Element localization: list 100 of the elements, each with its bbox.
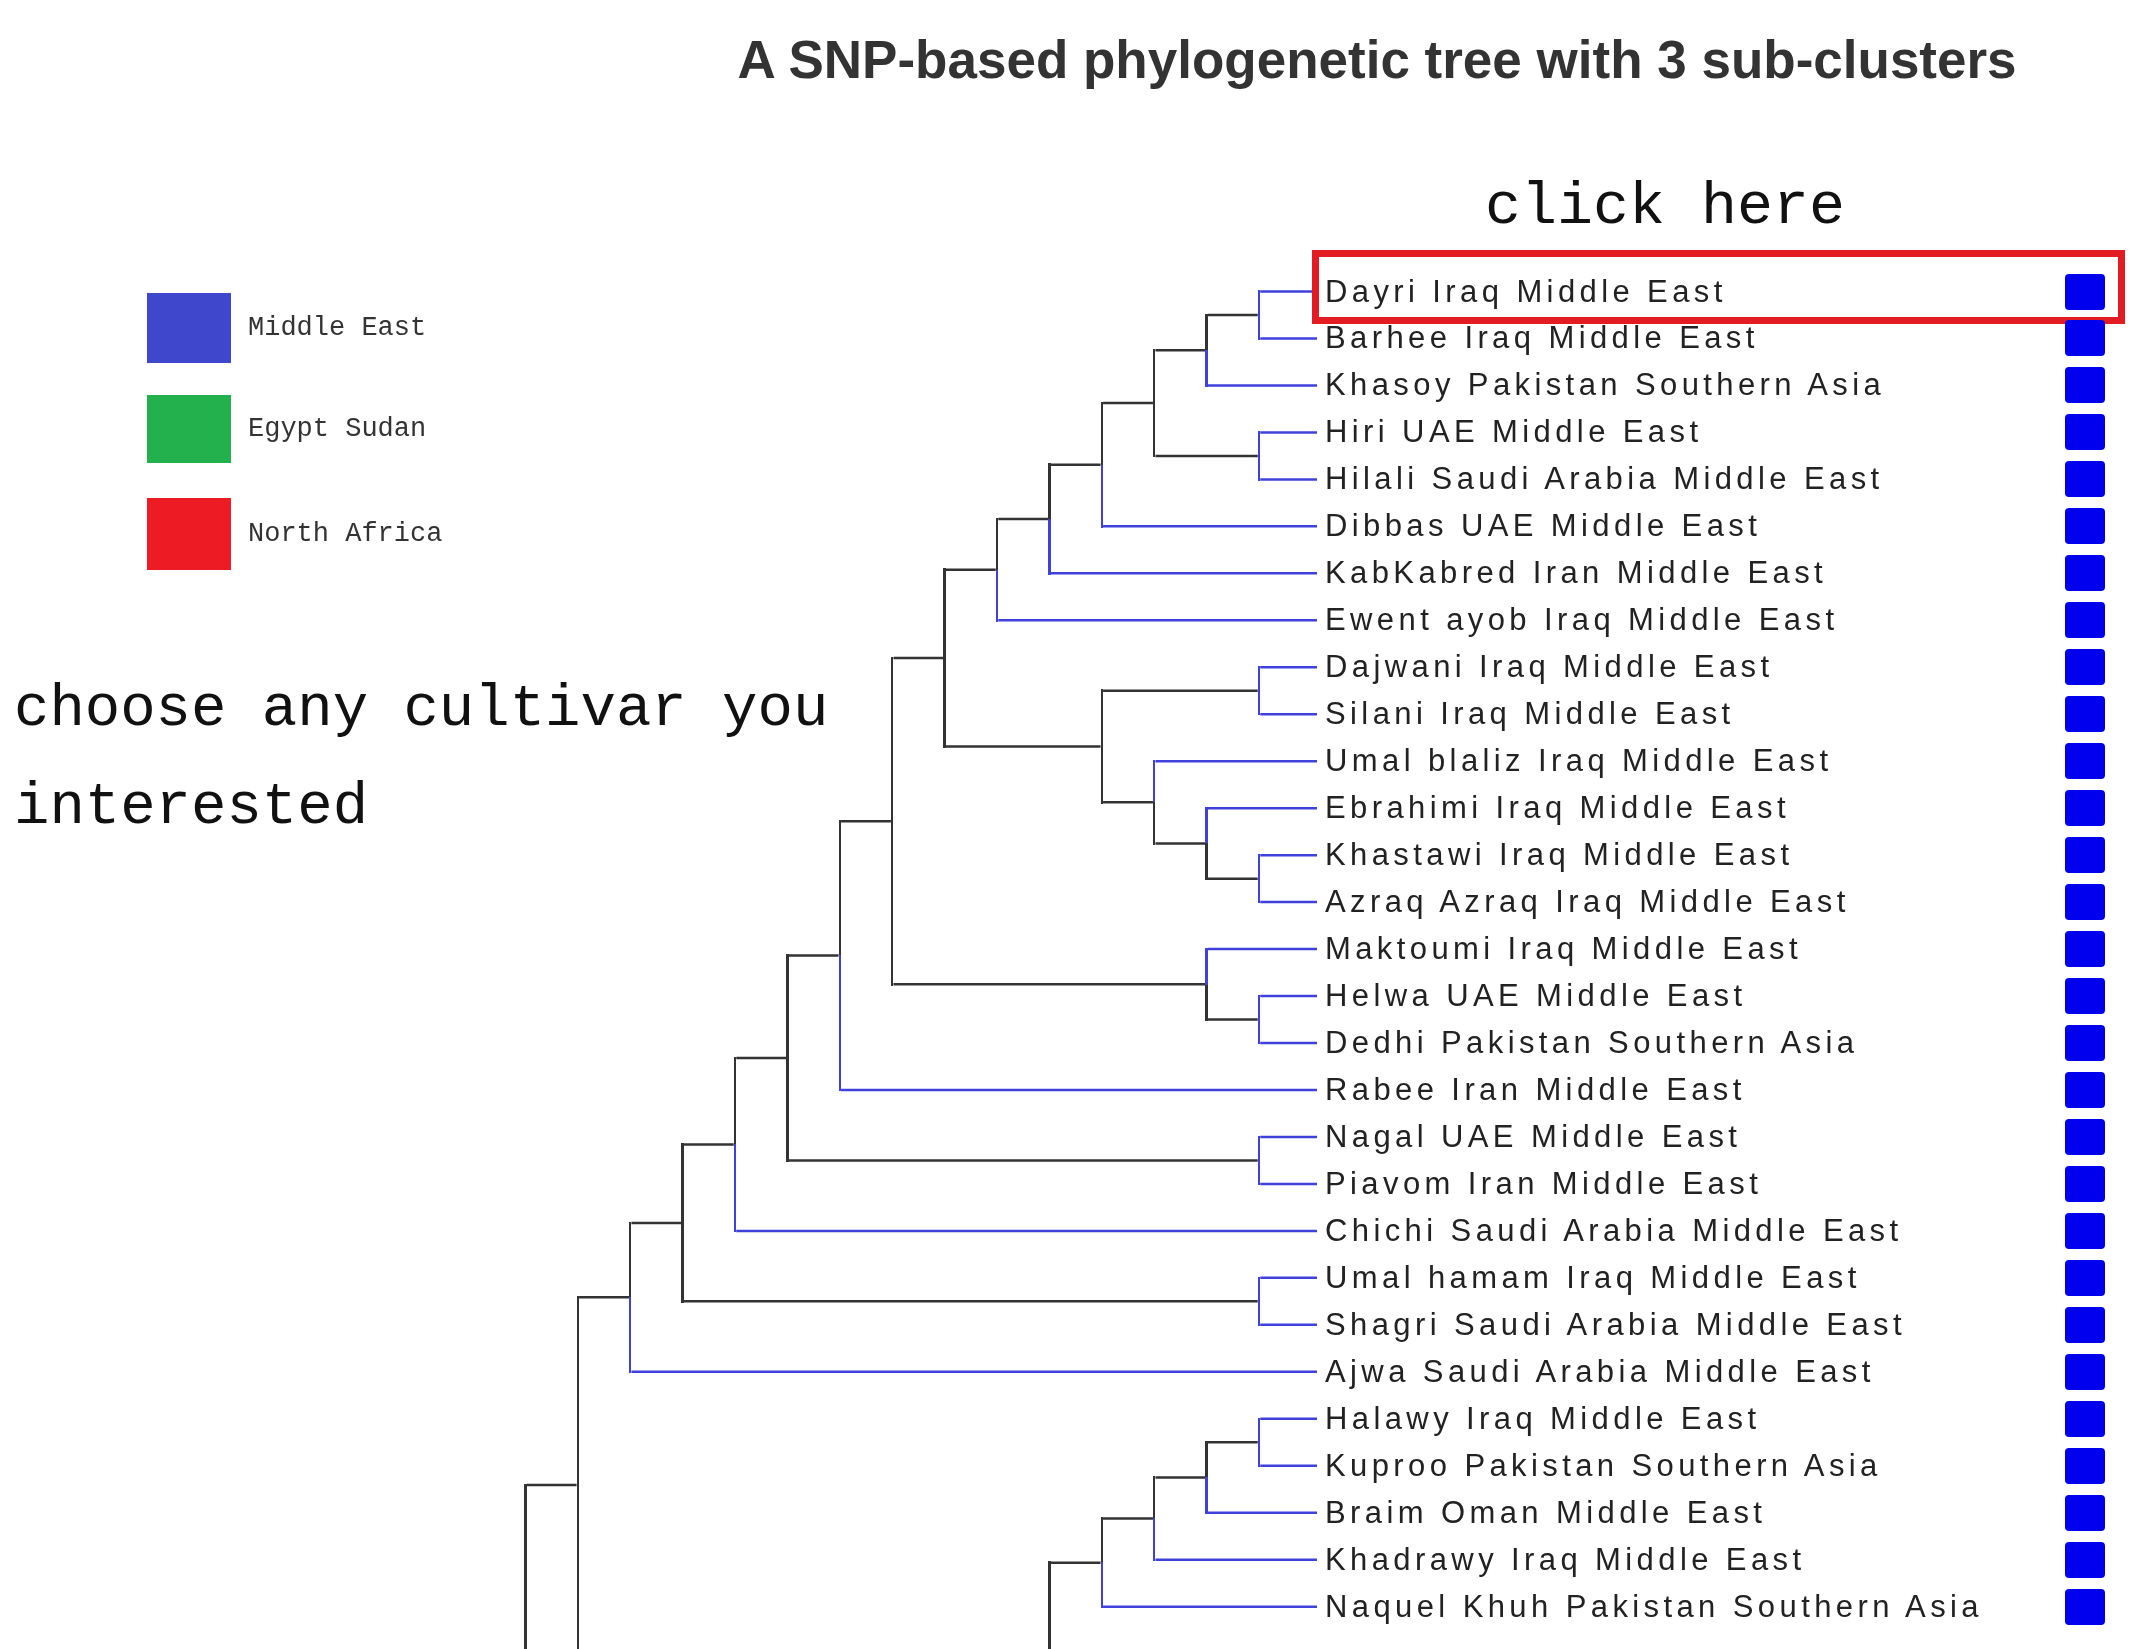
cultivar-label: Naquel Khuh Pakistan Southern Asia [1317,1586,1983,1627]
tree-branch [579,1296,629,1299]
tree-branch [1103,1605,1317,1608]
tree-branch [631,1221,682,1225]
tree-branch [1260,431,1317,434]
junction-bar [1257,994,1261,1045]
tree-branch [1207,313,1258,317]
cultivar-label: Khasoy Pakistan Southern Asia [1317,365,1886,406]
junction-bar [890,656,894,986]
tree-branch [1155,842,1206,845]
tree-branch [683,1300,1258,1303]
junction-bar [1205,1441,1208,1514]
tree-branch [1207,947,1317,951]
legend-label: Egypt Sudan [248,413,427,446]
junction-bar [1152,1476,1156,1561]
tree-branch [736,1056,787,1060]
cultivar-label: Braim Oman Middle East [1317,1492,1767,1533]
cultivar-label: Dibbas UAE Middle East [1317,506,1762,547]
tree-branch [683,1143,734,1146]
cultivar-label: Barhee Iraq Middle East [1317,318,1759,359]
tree-branch [1260,1182,1317,1186]
junction-bar [1257,1276,1261,1327]
cultivar-label: Ajwa Saudi Arabia Middle East [1317,1351,1875,1392]
tree-branch [1155,759,1317,763]
junction-bar [838,819,842,1092]
tree-branch [998,517,1049,521]
tree-branch [1207,877,1258,880]
tree-branch [945,568,996,571]
cultivar-label: Helwa UAE Middle East [1317,976,1747,1017]
junction-bar [1048,463,1051,575]
tree-branch [631,1370,1317,1374]
junction-bar [524,1483,527,1649]
tree-branch [1155,348,1206,352]
tree-branch [1260,1135,1317,1139]
tree-branch [1207,1441,1258,1444]
junction-bar [943,568,946,748]
tree-branch [1155,454,1258,458]
tree-branch [1260,1041,1317,1045]
junction-bar [1205,806,1208,880]
tree-branch [841,1088,1317,1092]
tree-branch [893,983,1206,986]
tree-branch [945,745,1101,748]
tree-branch [1050,463,1101,466]
diagram-title: A SNP-based phylogenetic tree with 3 sub-clusters [737,30,2017,90]
junction-bar [1100,689,1104,804]
cultivar-label: Nagal UAE Middle East [1317,1116,1742,1157]
cultivar-label: Halawy Iraq Middle East [1317,1398,1761,1439]
tree-branch [1155,1476,1206,1479]
junction-bar [1257,853,1261,904]
tree-branch [1260,713,1317,716]
tree-branch [1103,525,1317,528]
tree-branch [1050,572,1317,575]
tree-branch [1260,853,1317,857]
tree-branch [841,819,891,823]
junction-bar [1205,947,1208,1021]
junction-bar [733,1056,737,1233]
cultivar-label: Umal hamam Iraq Middle East [1317,1257,1861,1298]
junction-bar [1100,401,1104,528]
junction-bar [1257,1417,1261,1467]
tree-branch [788,954,839,957]
junction-bar [1257,431,1261,481]
tree-branch [788,1159,1258,1162]
cultivar-label: Dayri Iraq Middle East [1319,271,1727,312]
junction-bar [1152,759,1156,845]
junction-bar [995,517,999,622]
tree-branch [1155,1558,1317,1561]
cultivar-label: Umal blaliz Iraq Middle East [1317,741,1833,782]
junction-bar [1257,1135,1261,1186]
tree-branch [893,656,944,660]
cultivar-label: Chichi Saudi Arabia Middle East [1317,1210,1903,1251]
cultivar-label: Dajwani Iraq Middle East [1317,647,1774,688]
junction-bar [628,1221,632,1374]
junction-bar [1257,666,1261,716]
cultivar-label: KabKabred Iran Middle East [1317,553,1828,594]
tree-branch [1260,666,1317,669]
tree-branch [1103,801,1153,804]
cultivar-label: Maktoumi Iraq Middle East [1317,929,1802,970]
tree-branch [1260,478,1317,481]
junction-bar [1205,313,1208,387]
tree-branch [1207,384,1317,387]
junction-bar [1048,1561,1051,1649]
instruction-text: choose any cultivar you interested [14,675,830,843]
tree-branch [1260,900,1317,904]
cultivar-label: Hiri UAE Middle East [1317,412,1703,453]
tree-branch [1260,1276,1317,1280]
cultivar-label: Ebrahimi Iraq Middle East [1317,788,1790,829]
legend-label: Middle East [248,312,427,345]
tree-branch [1260,1323,1317,1327]
cultivar-label: Ewent ayob Iraq Middle East [1317,600,1839,641]
junction-bar [1100,1517,1104,1608]
callout-text: click here [1485,172,1846,242]
tree-branch [1207,1018,1258,1021]
cultivar-label: Kuproo Pakistan Southern Asia [1317,1445,1882,1486]
tree-branch [526,1483,577,1487]
tree-branch [736,1229,1317,1233]
cultivar-label: Silani Iraq Middle East [1317,694,1735,735]
tree-branch [1050,1561,1101,1564]
junction-bar [1152,348,1156,458]
junction-bar [576,1296,580,1649]
cultivar-label: Khastawi Iraq Middle East [1317,835,1794,876]
